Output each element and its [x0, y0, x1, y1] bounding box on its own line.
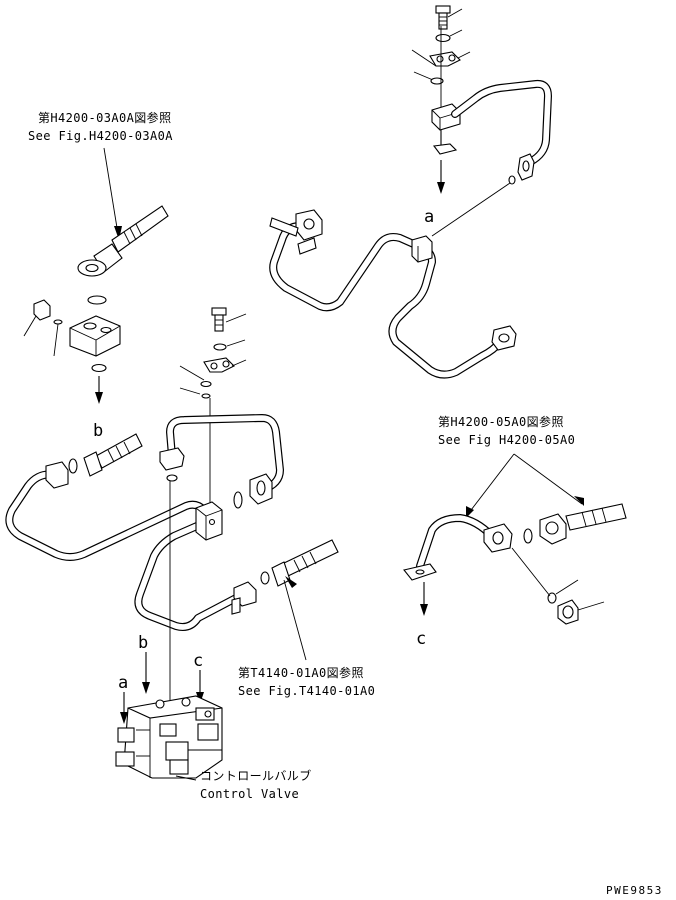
o-ring-top [430, 77, 444, 85]
clamp-middle [203, 357, 235, 373]
clamp-top [429, 51, 461, 67]
reference-label-right: 第H4200-05A0図参照 See Fig H4200-05A0 [438, 414, 575, 447]
o-ring-left-lower [91, 363, 107, 373]
washer-left [53, 319, 63, 325]
o-ring-upper-right [508, 175, 516, 185]
reference-top-left-en: See Fig.H4200-03A0A [28, 129, 173, 143]
plug-right [557, 599, 579, 625]
pipe-junction-block [195, 501, 223, 541]
component-label-en: Control Valve [200, 787, 299, 801]
elbow-flange-upper [483, 523, 513, 553]
pipe-flange-lower-right [491, 325, 517, 351]
washer-top [435, 33, 451, 43]
letter-b-left: b [93, 421, 103, 441]
bolt-left [33, 299, 51, 321]
hose-b [83, 433, 143, 477]
hose-right [539, 503, 627, 545]
component-label-jp: コントロールバルブ [200, 768, 312, 783]
o-ring-b [68, 458, 78, 474]
pipe-flange-mid-left [159, 447, 185, 471]
pipe-flange-left-end [45, 461, 69, 489]
control-valve: a b c コントロールバルブ Control Valve [115, 474, 312, 801]
o-ring-left-top [87, 295, 107, 305]
letter-c-valve: c [193, 651, 203, 671]
o-ring-right [523, 528, 533, 544]
o-ring-middle-2 [201, 393, 211, 399]
o-ring-middle-1 [200, 380, 212, 388]
pipe-flange-lower-mid [231, 581, 257, 615]
o-ring-mid-right [233, 491, 243, 509]
reference-label-bottom: 第T4140-01A0図参照 See Fig.T4140-01A0 [238, 665, 375, 698]
reference-bottom-jp: 第T4140-01A0図参照 [238, 665, 364, 680]
letter-c-right: c [416, 629, 426, 649]
letter-a-upper: a [424, 207, 434, 227]
drawing-code: PWE9853 [606, 884, 663, 897]
hose-lower [271, 539, 339, 587]
pipe-flange-mid-right [249, 473, 273, 505]
right-pipe-assembly: c [403, 503, 627, 649]
o-ring-lower-mid [260, 571, 270, 585]
reference-right-jp: 第H4200-05A0図参照 [438, 414, 564, 429]
upper-right-pipe-assembly: a [269, 5, 552, 379]
fitting-block-left [69, 315, 121, 357]
letter-b-valve: b [138, 633, 148, 653]
hose-top-left [77, 205, 169, 277]
middle-pipe-assembly [5, 307, 339, 661]
pipe-flange-upper-left [269, 209, 323, 255]
reference-bottom-en: See Fig.T4140-01A0 [238, 684, 375, 698]
bolt-top [435, 5, 451, 30]
reference-right-en: See Fig H4200-05A0 [438, 433, 575, 447]
reference-top-left-jp: 第H4200-03A0A図参照 [38, 110, 171, 125]
reference-label-top-left: 第H4200-03A0A図参照 See Fig.H4200-03A0A [28, 110, 173, 143]
pipe-flange-upper-right [517, 153, 535, 181]
washer-middle [213, 343, 227, 351]
elbow-flange-lower [403, 563, 437, 581]
bolt-middle [211, 307, 227, 332]
pipe-clamp-mid [411, 235, 433, 263]
letter-a-valve: a [118, 673, 128, 693]
